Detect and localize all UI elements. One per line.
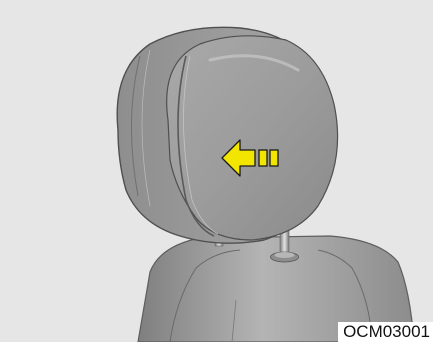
headrest-cushion [117,27,337,243]
figure-code: OCM03001 [338,322,433,342]
